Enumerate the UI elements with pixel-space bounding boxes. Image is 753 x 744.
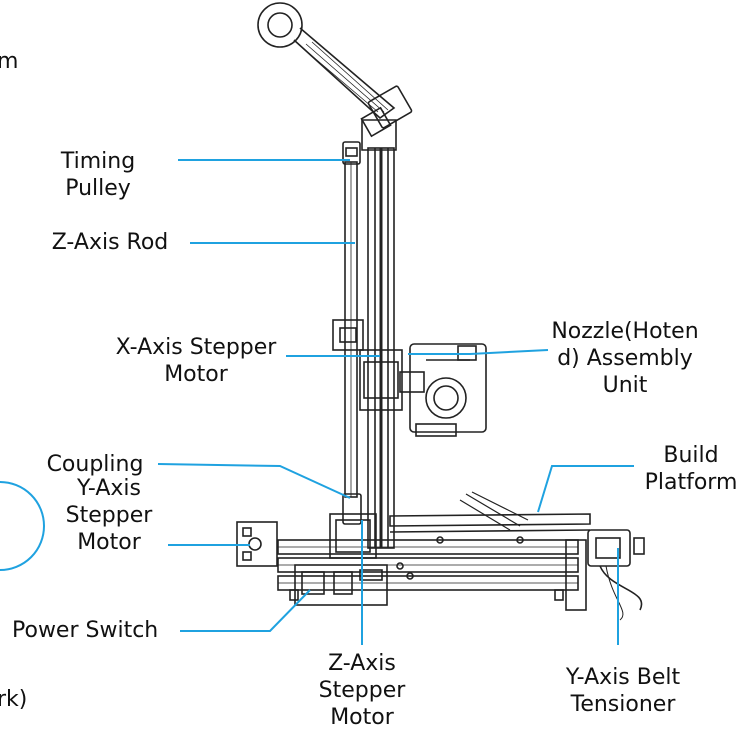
hotend-assembly bbox=[409, 343, 487, 433]
label-fragment-top: m bbox=[0, 49, 19, 74]
build-platform bbox=[389, 513, 591, 527]
y-belt-tensioner bbox=[587, 529, 631, 567]
x-axis-stepper bbox=[332, 319, 364, 351]
power-switch-leader bbox=[180, 589, 311, 632]
nozzle-assembly-leader bbox=[408, 349, 549, 355]
callout-circle-fragment bbox=[0, 481, 45, 571]
power-switch-panel bbox=[294, 564, 388, 606]
label-x-axis-stepper-motor: X-Axis Stepper Motor bbox=[115, 335, 277, 387]
coupling-leader bbox=[157, 463, 351, 499]
label-nozzle-assembly: Nozzle(Hoten d) Assembly Unit bbox=[551, 319, 699, 398]
spool-arm bbox=[293, 27, 396, 120]
label-y-axis-belt-tensioner: Y-Axis Belt Tensioner bbox=[565, 665, 681, 717]
label-y-axis-stepper-motor: Y-Axis Stepper Motor bbox=[65, 476, 153, 555]
z-axis-stepper bbox=[329, 513, 377, 559]
label-fragment-bottom: rk) bbox=[0, 687, 28, 712]
build-platform-leader bbox=[537, 465, 634, 513]
label-timing-pulley: Timing Pulley bbox=[60, 149, 136, 201]
label-coupling: Coupling bbox=[46, 452, 144, 477]
label-z-axis-rod: Z-Axis Rod bbox=[51, 230, 169, 255]
timing-pulley bbox=[342, 141, 361, 165]
x-carriage bbox=[359, 349, 403, 411]
label-z-axis-stepper-motor: Z-Axis Stepper Motor bbox=[318, 651, 406, 730]
leader-lines bbox=[157, 159, 634, 645]
coupling bbox=[342, 493, 362, 525]
spool-holder-ring bbox=[257, 2, 303, 48]
label-build-platform: Build Platform bbox=[644, 443, 738, 495]
filament-sensor bbox=[367, 85, 413, 129]
label-power-switch: Power Switch bbox=[12, 618, 159, 643]
